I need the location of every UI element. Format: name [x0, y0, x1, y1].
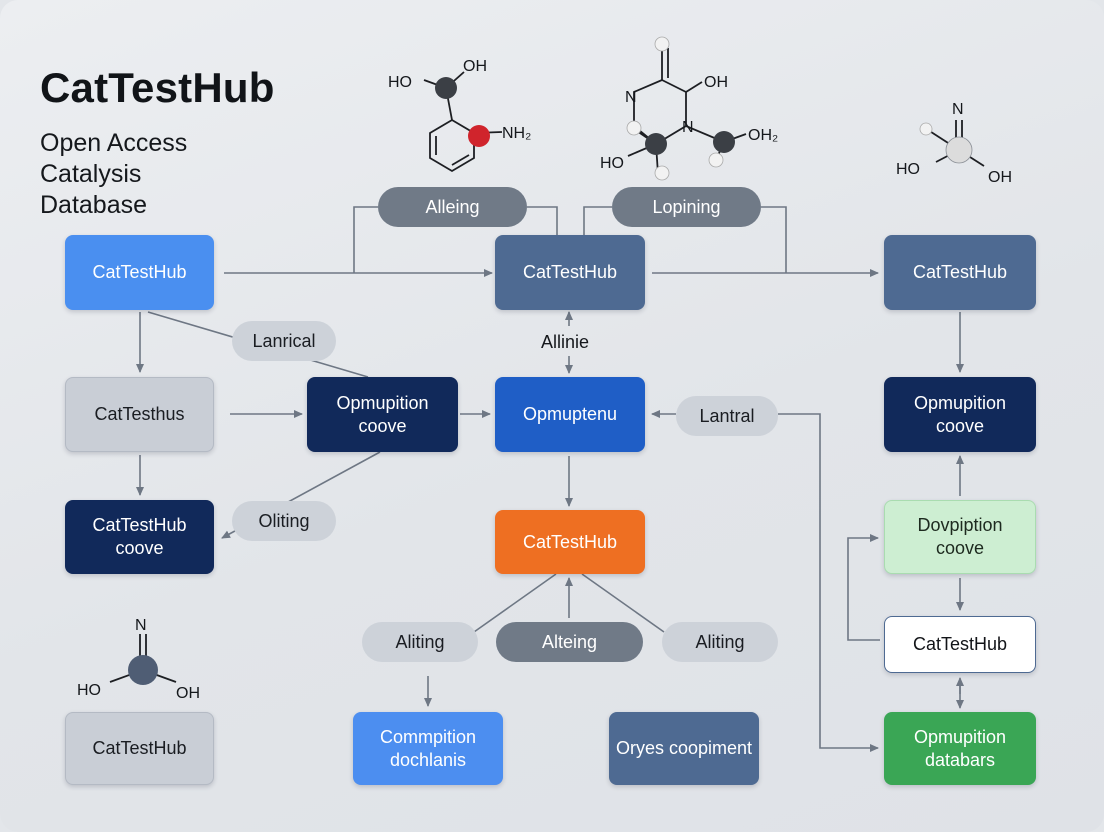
connector [583, 206, 612, 235]
atom-label: HO [600, 155, 624, 172]
pill-alleing[interactable]: Alleing [378, 187, 527, 227]
hydrogen-atom-icon [654, 36, 670, 52]
app-subtitle: Open Access Catalysis Database [40, 128, 260, 221]
atom-label: OH [988, 169, 1012, 186]
node-center-mid[interactable]: Opmuptenu [495, 377, 645, 452]
connector [847, 534, 880, 641]
nitrogen-atom-icon [468, 125, 490, 147]
atom-label: HO [388, 74, 412, 91]
atom-label: NH₂ [502, 125, 531, 142]
node-left-bottom[interactable]: CatTestHub [65, 712, 214, 785]
connector [473, 573, 557, 633]
hydrogen-atom-icon [626, 120, 642, 136]
node-right-green[interactable]: Opmupition databars [884, 712, 1036, 785]
pill-aliting-left[interactable]: Aliting [362, 622, 478, 662]
node-center-orange[interactable]: CatTestHub [495, 510, 645, 574]
node-bottom-left[interactable]: Commpition dochlanis [353, 712, 503, 785]
atom-label: OH [176, 685, 200, 702]
atom-label: HO [896, 161, 920, 178]
label-allinie: Allinie [541, 332, 590, 352]
pill-oliting[interactable]: Oliting [232, 501, 336, 541]
subtitle-line: Database [40, 191, 148, 219]
molecule-bottom-left-icon: N HO OH [77, 617, 200, 702]
molecule-aminobenzoic-icon: HO OH NH₂ [388, 58, 531, 173]
node-right-mid[interactable]: Opmupition coove [884, 377, 1036, 452]
node-right-top[interactable]: CatTestHub [884, 235, 1036, 310]
node-center-top[interactable]: CatTestHub [495, 235, 645, 310]
node-left-mid[interactable]: CatTesthus [65, 377, 214, 452]
molecule-top-right-icon: N HO OH [896, 101, 1012, 186]
pill-aliting-right[interactable]: Aliting [662, 622, 778, 662]
molecule-heterocycle-icon: N OH N HO OH₂ [600, 36, 778, 181]
connector [778, 413, 879, 752]
pill-lantral[interactable]: Lantral [676, 396, 778, 436]
atom-label: OH [463, 58, 487, 75]
connector [581, 573, 665, 633]
pill-lanrical[interactable]: Lanrical [232, 321, 336, 361]
atom-label: OH [704, 74, 728, 91]
atom-label: N [135, 617, 147, 634]
node-left-top[interactable]: CatTestHub [65, 235, 214, 310]
atom-label: OH₂ [748, 127, 778, 144]
central-atom-icon [945, 136, 973, 164]
node-mid-left[interactable]: Opmupition coove [307, 377, 458, 452]
app-title: CatTestHub [40, 64, 275, 111]
atom-label: N [682, 119, 694, 136]
pill-lopining[interactable]: Lopining [612, 187, 761, 227]
atom-label: N [952, 101, 964, 118]
carbon-atom-icon [645, 133, 667, 155]
hydrogen-atom-icon [654, 165, 670, 181]
atom-label: HO [77, 682, 101, 699]
carbon-atom-icon [713, 131, 735, 153]
hydrogen-atom-icon [708, 152, 724, 168]
central-atom-icon [128, 655, 158, 685]
atom-label: N [625, 89, 637, 106]
subtitle-line: Open Access [40, 129, 188, 157]
pill-alteing-center[interactable]: Alteing [496, 622, 643, 662]
carbon-atom-icon [435, 77, 457, 99]
node-right-mint[interactable]: Dovpiption coove [884, 500, 1036, 574]
connector [761, 206, 787, 273]
node-bottom-mid[interactable]: Oryes coopiment [609, 712, 759, 785]
hydrogen-atom-icon [919, 122, 933, 136]
node-right-white[interactable]: CatTestHub [884, 616, 1036, 673]
connector [353, 206, 378, 273]
subtitle-line: Catalysis [40, 160, 142, 188]
node-left-lower[interactable]: CatTestHub coove [65, 500, 214, 574]
connector [527, 206, 558, 235]
